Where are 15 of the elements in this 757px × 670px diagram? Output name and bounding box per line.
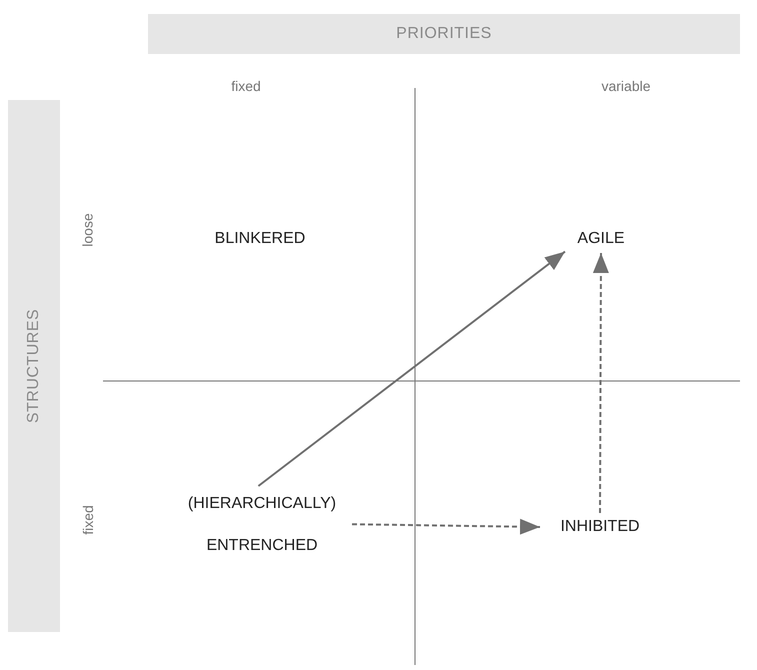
arrow [258, 250, 566, 487]
axis-value-label: variable [601, 78, 651, 94]
axis-value-label: fixed [80, 505, 96, 535]
quadrant-label: INHIBITED [560, 518, 640, 536]
quadrant-label: BLINKERED [214, 230, 306, 248]
arrow [352, 518, 540, 535]
arrow [592, 253, 609, 513]
axis-title-band [8, 100, 60, 632]
axis-title: STRUCTURES [25, 308, 43, 424]
axis-value-label: loose [80, 213, 96, 247]
axis-value-label: fixed [231, 78, 261, 94]
quadrant-label: (HIERARCHICALLY) ENTRENCHED [186, 494, 338, 556]
axis-title: PRIORITIES [396, 25, 492, 43]
axis-title-band [148, 14, 740, 54]
quadrant-label: AGILE [577, 230, 625, 248]
